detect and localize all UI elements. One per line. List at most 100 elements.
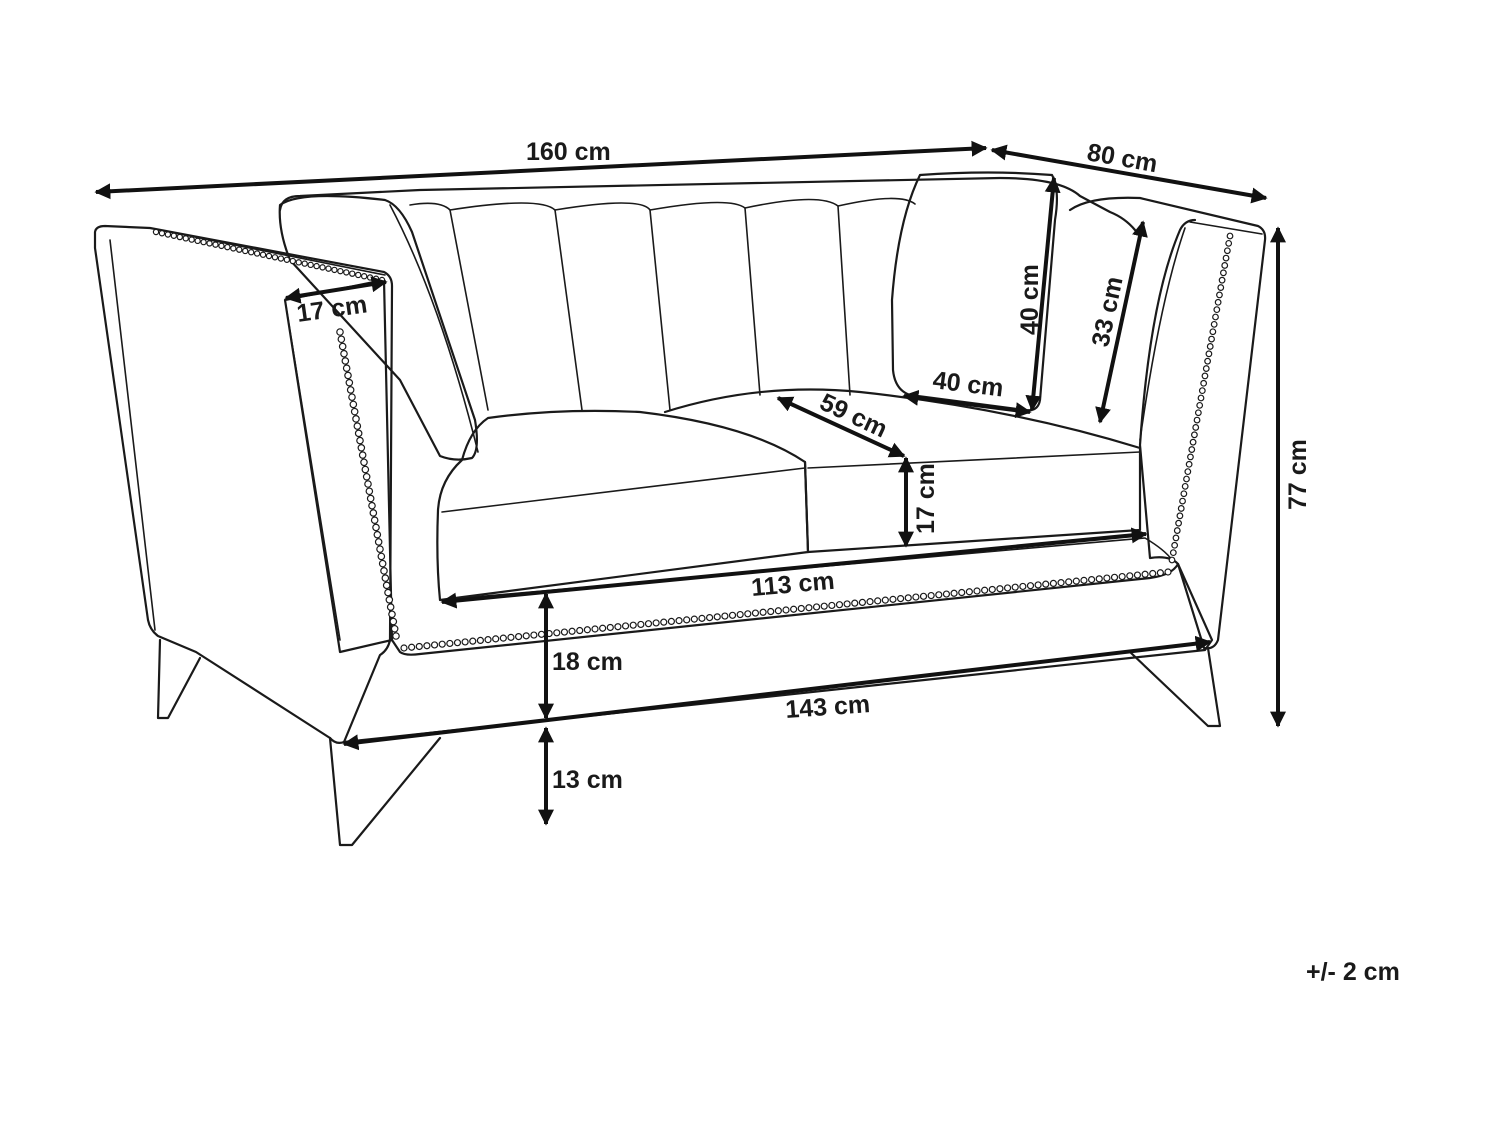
stud — [667, 617, 676, 626]
stud — [1205, 350, 1213, 358]
stud — [950, 589, 958, 597]
stud — [1175, 519, 1182, 527]
stud — [751, 609, 760, 617]
stud — [158, 230, 166, 237]
stud — [1133, 571, 1142, 579]
stud — [380, 567, 388, 575]
dim-line-inner-width — [342, 635, 1212, 751]
stud — [568, 627, 576, 635]
stud — [336, 328, 344, 336]
stud — [1187, 453, 1194, 461]
stud — [354, 429, 363, 438]
stud — [194, 237, 201, 245]
label-leg-height: 13 cm — [552, 766, 623, 794]
stud — [430, 641, 439, 649]
stud — [820, 602, 828, 610]
stud — [881, 596, 889, 604]
stud — [365, 487, 374, 496]
stud — [346, 386, 355, 394]
stud — [390, 624, 399, 633]
stud — [313, 262, 320, 270]
stud — [1200, 379, 1208, 387]
label-seat-cushion-height: 17 cm — [912, 463, 940, 534]
stud — [389, 617, 398, 626]
stud — [388, 610, 396, 619]
stud — [614, 623, 622, 631]
dimension-lines — [94, 140, 1286, 826]
stud — [965, 588, 973, 596]
stud — [1180, 490, 1188, 498]
stud — [230, 245, 237, 252]
stud — [736, 610, 744, 619]
dim-line-backrest-height — [1095, 220, 1148, 424]
stud — [236, 246, 243, 253]
stud — [874, 597, 882, 605]
stud — [843, 600, 851, 608]
stud — [1194, 409, 1202, 417]
stud — [1095, 575, 1103, 583]
label-total-height: 77 cm — [1284, 439, 1312, 510]
label-seat-depth: 59 cm — [815, 388, 891, 443]
stud — [1177, 505, 1185, 512]
stud — [621, 622, 630, 630]
stud — [337, 267, 344, 275]
stud — [1214, 298, 1222, 306]
stud — [277, 255, 285, 262]
stud — [469, 637, 477, 645]
stud — [361, 465, 370, 474]
stud — [1126, 572, 1134, 580]
stud — [382, 581, 391, 590]
stud — [188, 236, 195, 243]
stud — [774, 607, 782, 615]
stud — [1179, 497, 1186, 505]
stud — [973, 587, 981, 595]
stud — [1197, 394, 1205, 402]
back-left-leg — [156, 638, 202, 720]
stud — [1189, 438, 1197, 446]
stud — [170, 232, 178, 239]
stud — [446, 639, 454, 648]
stud — [319, 264, 326, 271]
stud — [713, 613, 721, 621]
dim-line-seat-width — [440, 527, 1148, 609]
stud — [415, 642, 423, 651]
stud — [1026, 582, 1035, 590]
stud — [355, 271, 362, 279]
stud — [889, 595, 897, 603]
stud — [1176, 512, 1184, 520]
stud — [721, 612, 729, 620]
stud — [356, 436, 364, 445]
stud — [1172, 534, 1180, 542]
stud — [259, 251, 267, 258]
left-pillow — [278, 194, 479, 461]
stud — [782, 606, 790, 614]
stud — [152, 228, 160, 236]
stud — [366, 274, 374, 281]
stud — [392, 632, 400, 640]
stud — [537, 630, 546, 638]
stud — [1221, 262, 1229, 269]
stud — [200, 238, 207, 246]
stud — [331, 266, 338, 274]
stud — [283, 256, 291, 263]
stud — [337, 335, 346, 344]
stud — [400, 644, 408, 652]
stud — [1072, 577, 1080, 585]
dim-line-cushion-height — [1025, 176, 1061, 412]
stud — [1206, 343, 1214, 350]
stud — [522, 632, 530, 640]
stud — [988, 585, 996, 594]
stud — [295, 259, 302, 266]
stud — [1204, 357, 1211, 365]
stud — [218, 242, 225, 250]
stud — [790, 605, 798, 613]
stud — [242, 247, 249, 255]
stud — [378, 559, 387, 568]
dim-line-seat-depth — [776, 396, 906, 458]
stud — [1164, 568, 1172, 576]
stud — [767, 607, 775, 616]
stud — [1183, 475, 1190, 483]
stud — [591, 625, 599, 633]
stud — [805, 604, 813, 612]
